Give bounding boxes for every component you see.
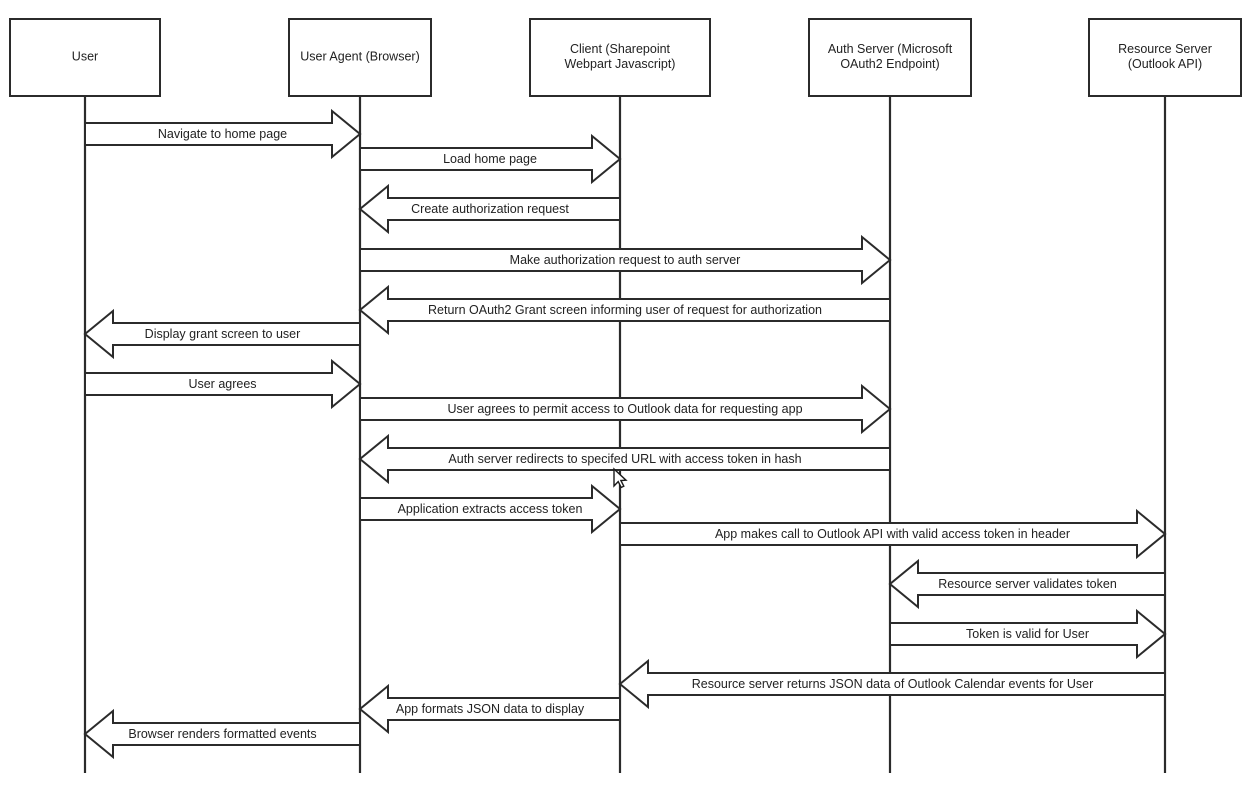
block-arrow-left (618, 658, 1166, 710)
block-arrow-left (358, 433, 891, 485)
message-m10[interactable]: Application extracts access token (359, 483, 622, 535)
message-label-m12: Resource server validates token (938, 577, 1117, 591)
block-arrow-right (359, 483, 622, 535)
mouse-cursor-layer (613, 467, 628, 489)
message-m07[interactable]: User agrees (84, 358, 362, 410)
message-m08[interactable]: User agrees to permit access to Outlook … (359, 383, 892, 435)
block-arrow-left (888, 558, 1166, 610)
participant-label-user: User (72, 50, 98, 64)
mouse-pointer-icon (613, 467, 628, 489)
message-m04[interactable]: Make authorization request to auth serve… (359, 234, 892, 286)
block-arrow-left (83, 308, 361, 360)
message-m14[interactable]: Resource server returns JSON data of Out… (618, 658, 1166, 710)
block-arrow-right (619, 508, 1167, 560)
participant-box-auth (808, 18, 972, 97)
block-arrow-left (358, 183, 621, 235)
message-label-m11: App makes call to Outlook API with valid… (715, 527, 1070, 541)
message-label-m10: Application extracts access token (398, 502, 583, 516)
message-m02[interactable]: Load home page (359, 133, 622, 185)
message-label-m13: Token is valid for User (966, 627, 1089, 641)
message-label-m14: Resource server returns JSON data of Out… (692, 677, 1094, 691)
message-m12[interactable]: Resource server validates token (888, 558, 1166, 610)
participant-resource[interactable]: Resource Server(Outlook API) (1088, 18, 1242, 773)
block-arrow-right (84, 108, 362, 160)
block-arrow-right (359, 383, 892, 435)
message-m16[interactable]: Browser renders formatted events (83, 708, 361, 760)
participant-agent[interactable]: User Agent (Browser) (288, 18, 432, 773)
message-label-m04: Make authorization request to auth serve… (510, 253, 741, 267)
message-label-m05: Return OAuth2 Grant screen informing use… (428, 303, 822, 317)
participant-user[interactable]: User (9, 18, 161, 773)
participant-box-user (9, 18, 161, 97)
lifelines-layer: User User Agent (Browser) Client (Sharepoi… (9, 18, 1242, 773)
message-label-m03: Create authorization request (411, 202, 569, 216)
participant-label-resource: Resource Server(Outlook API) (1118, 42, 1212, 71)
block-arrow-left (358, 683, 621, 735)
message-m06[interactable]: Display grant screen to user (83, 308, 361, 360)
participant-box-resource (1088, 18, 1242, 97)
message-label-m02: Load home page (443, 152, 537, 166)
message-m15[interactable]: App formats JSON data to display (358, 683, 621, 735)
block-arrow-right (359, 234, 892, 286)
block-arrow-left (83, 708, 361, 760)
message-label-m16: Browser renders formatted events (128, 727, 316, 741)
message-m13[interactable]: Token is valid for User (889, 608, 1167, 660)
message-m05[interactable]: Return OAuth2 Grant screen informing use… (358, 284, 891, 336)
message-m09[interactable]: Auth server redirects to specifed URL wi… (358, 433, 891, 485)
message-m03[interactable]: Create authorization request (358, 183, 621, 235)
block-arrow-right (889, 608, 1167, 660)
message-label-m08: User agrees to permit access to Outlook … (447, 402, 802, 416)
block-arrow-right (359, 133, 622, 185)
message-label-m09: Auth server redirects to specifed URL wi… (448, 452, 801, 466)
message-label-m06: Display grant screen to user (145, 327, 301, 341)
message-label-m15: App formats JSON data to display (396, 702, 585, 716)
message-label-m01: Navigate to home page (158, 127, 287, 141)
message-m01[interactable]: Navigate to home page (84, 108, 362, 160)
participant-label-agent: User Agent (Browser) (300, 50, 419, 64)
message-m11[interactable]: App makes call to Outlook API with valid… (619, 508, 1167, 560)
message-label-m07: User agrees (188, 377, 256, 391)
participant-box-client (529, 18, 711, 97)
block-arrow-left (358, 284, 891, 336)
block-arrow-right (84, 358, 362, 410)
